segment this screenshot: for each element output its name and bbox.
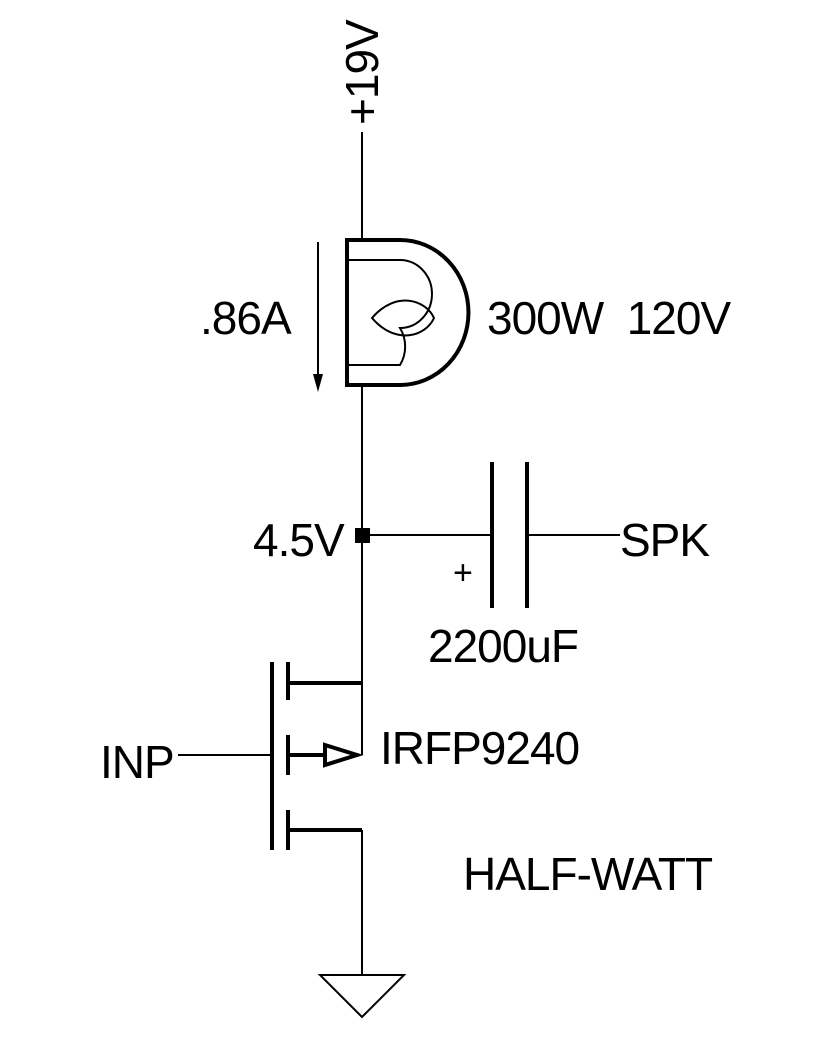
current-arrow — [313, 242, 323, 392]
lamp-symbol — [345, 238, 471, 387]
capacitor-symbol — [490, 462, 529, 608]
current-label: .86A — [200, 292, 292, 344]
transistor-label: IRFP9240 — [380, 722, 579, 774]
mosfet-symbol — [270, 662, 364, 870]
junction-node — [355, 528, 370, 543]
speaker-label: SPK — [620, 514, 710, 566]
capacitor-value-label: 2200uF — [428, 620, 578, 672]
supply-voltage-label: +19V — [336, 19, 388, 125]
capacitor-polarity-mark: + — [453, 554, 472, 592]
lamp-rating-label: 300W 120V — [487, 292, 731, 344]
ground-symbol — [317, 974, 407, 1019]
circuit-title: HALF-WATT — [463, 848, 713, 900]
node-voltage-label: 4.5V — [253, 514, 345, 566]
input-label: INP — [100, 736, 174, 788]
